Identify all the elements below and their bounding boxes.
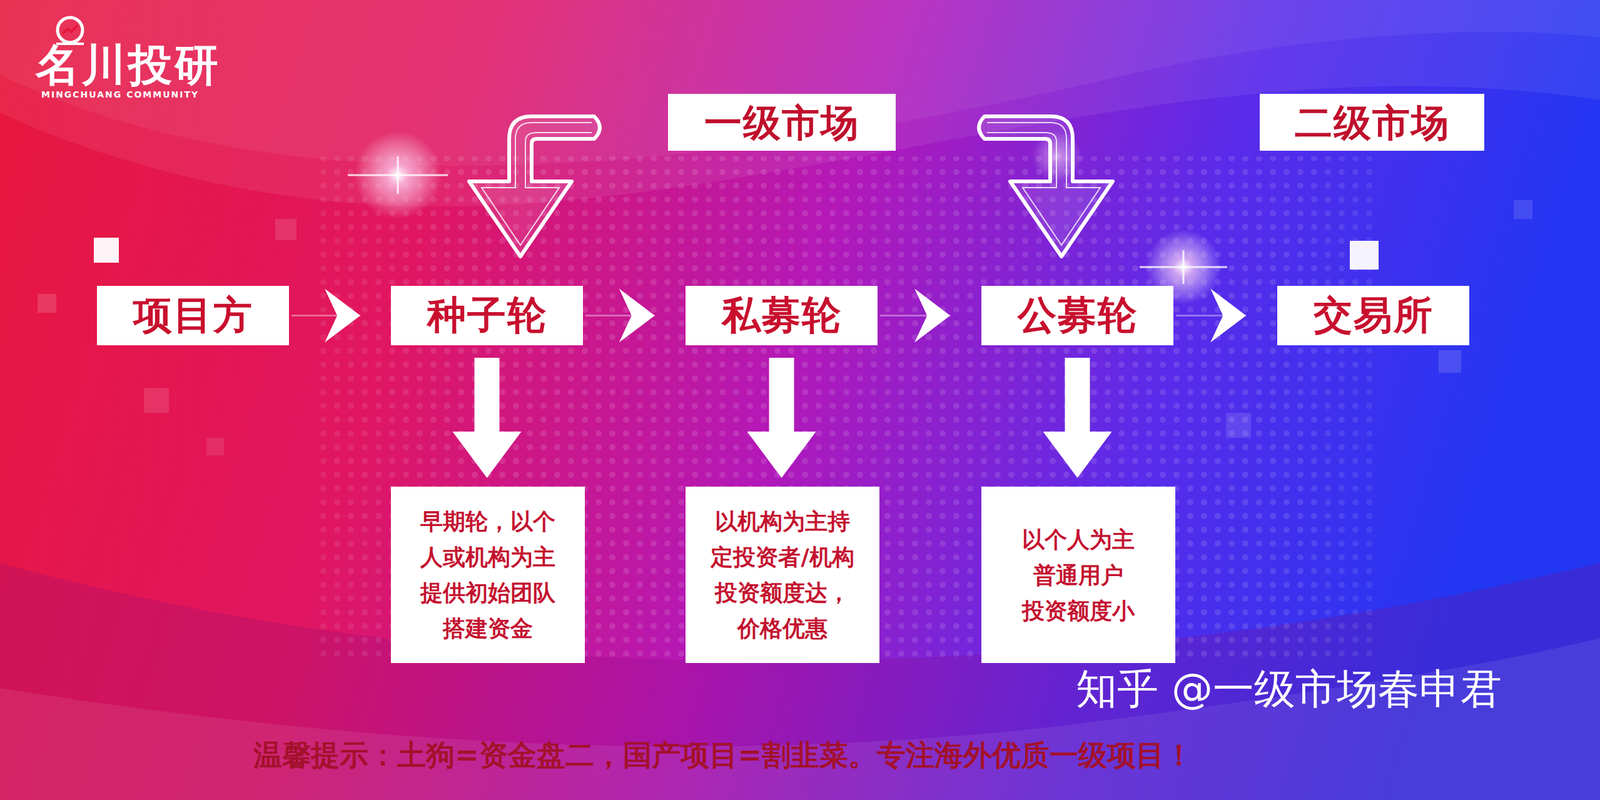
chevron-arrow [291,314,361,317]
node-text: 交易所 [1313,292,1434,339]
node-text: 以机构为主持 定投资者/机构 投资额度达， 价格优惠 [694,503,871,647]
stage-box: 公募轮 [981,285,1174,346]
block-arrow [474,357,500,432]
note-text: 温馨提示：土狗=资金盘二，国产项目=割韭菜。专注海外优质一级项目！ [253,738,1194,773]
description-box: 以机构为主持 定投资者/机构 投资额度达， 价格优惠 [685,486,880,664]
section-tag: 一级市场 [668,93,896,151]
stage-box: 私募轮 [685,285,878,346]
node-text: 种子轮 [427,292,548,339]
node-text: 早期轮，以个 人或机构为主 提供初始团队 搭建资金 [399,503,577,647]
logo-icon [56,17,84,44]
stage-box: 种子轮 [390,285,583,346]
block-arrow [769,357,795,432]
description-box: 早期轮，以个 人或机构为主 提供初始团队 搭建资金 [390,486,585,664]
section-tag: 二级市场 [1259,93,1485,151]
node-text: 以个人为主 普通用户 投资额度小 [990,521,1167,629]
block-arrow [1065,357,1091,432]
logo-subtitle: MINGCHUANG COMMUNITY [41,90,199,100]
stage-box: 交易所 [1277,285,1470,346]
chevron-arrow [585,314,655,317]
node-text: 项目方 [133,292,254,339]
node-text: 一级市场 [704,100,860,146]
description-box: 以个人为主 普通用户 投资额度小 [981,486,1176,664]
chevron-arrow [880,314,951,317]
node-text: 公募轮 [1017,292,1138,339]
node-text: 私募轮 [721,292,842,339]
logo-text: 名川投研 [35,41,221,90]
node-text: 二级市场 [1294,100,1450,146]
stage-box: 项目方 [96,285,289,346]
watermark: 知乎 @一级市场春申君 [1075,664,1502,714]
chevron-arrow [1175,314,1246,317]
